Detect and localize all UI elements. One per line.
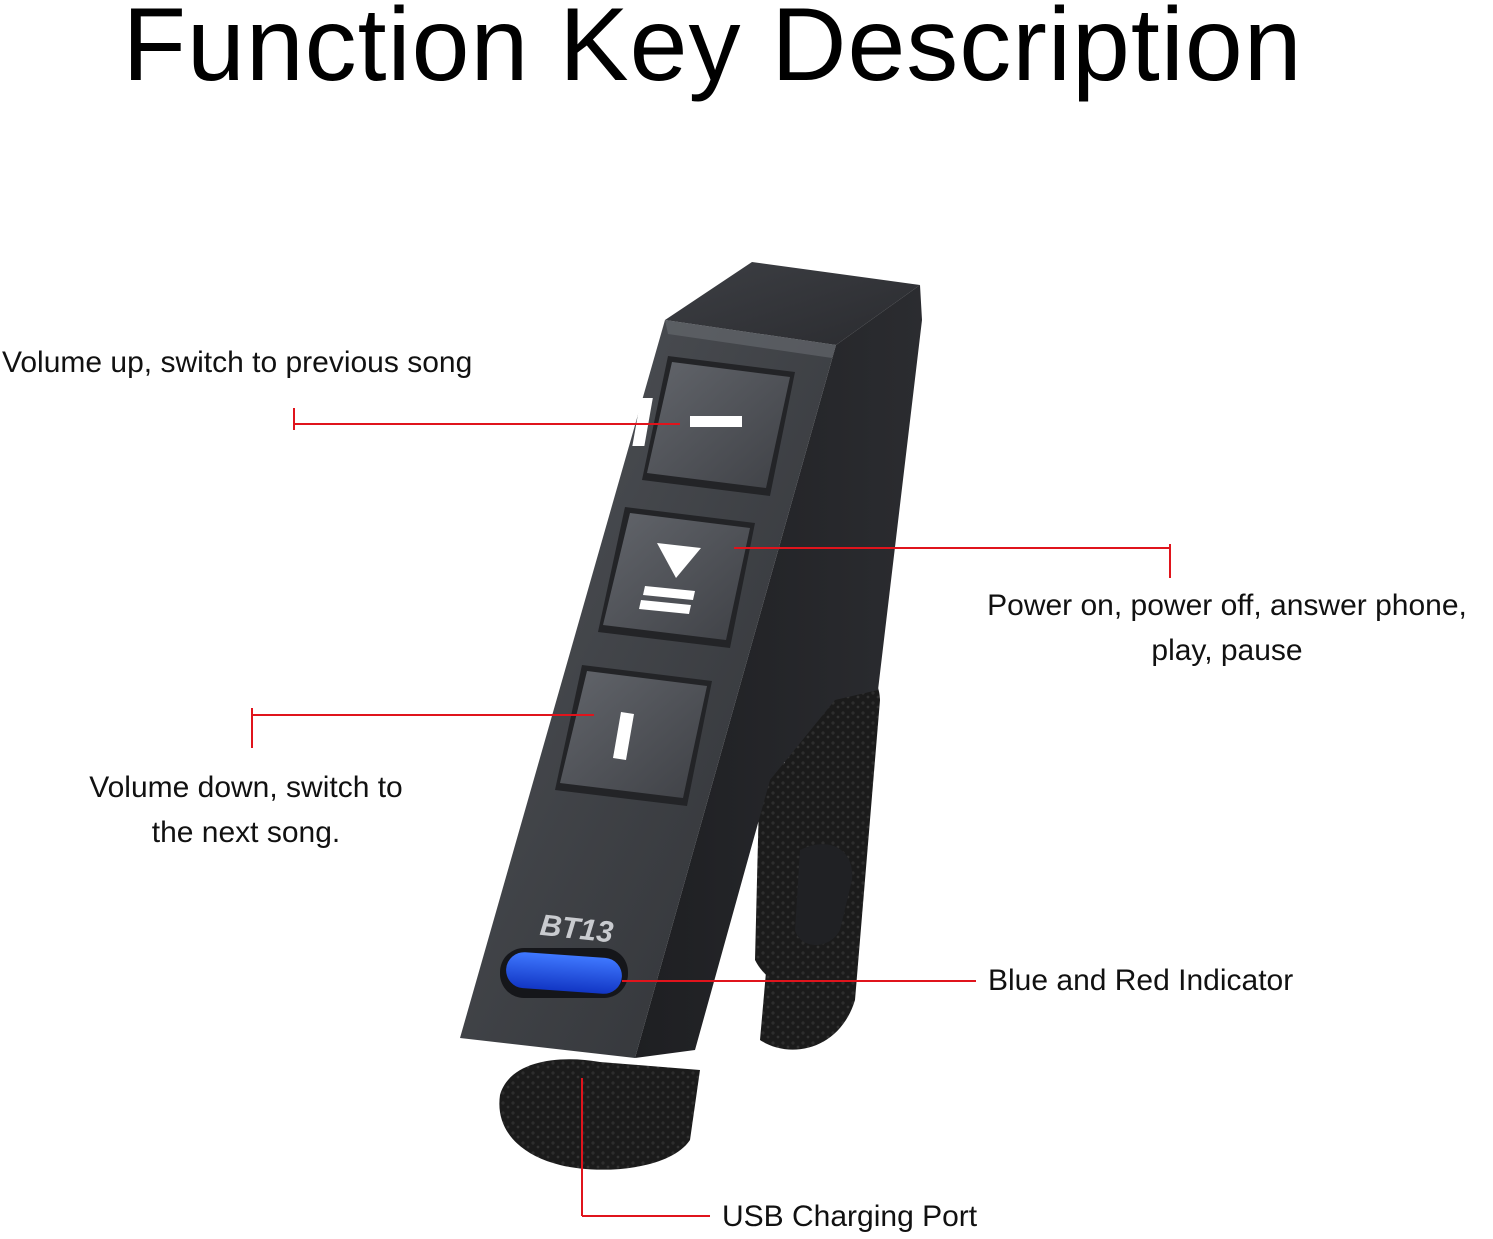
callout-volume-down-line-1: Volume down, switch to: [89, 771, 403, 804]
callout-volume-up: Volume up, switch to previous song: [2, 340, 472, 385]
callout-volume-down-line-2: the next song.: [151, 816, 341, 849]
indicator-led: [500, 948, 628, 998]
callout-volume-down: Volume down, switch to the next song.: [60, 765, 432, 855]
leader-lines: [251, 408, 1171, 1217]
volume-down-button: [555, 665, 712, 806]
leader-line-volume-down: [251, 708, 594, 748]
plus-icon: [632, 398, 742, 446]
leader-line-play-pause: [734, 544, 1171, 578]
strap: [499, 658, 880, 1170]
model-label: BT13: [538, 909, 615, 950]
callout-play-pause: Power on, power off, answer phone, play,…: [962, 583, 1492, 673]
play-pause-button: [598, 507, 755, 648]
callout-indicator: Blue and Red Indicator: [988, 958, 1293, 1003]
callout-usb-text: USB Charging Port: [722, 1200, 978, 1233]
minus-icon: [613, 712, 634, 760]
volume-up-button: [632, 356, 795, 496]
page-title: Function Key Description: [122, 0, 1303, 103]
leader-line-volume-up: [293, 408, 680, 430]
callout-indicator-text: Blue and Red Indicator: [988, 964, 1294, 997]
callout-play-pause-line-2: play, pause: [1151, 634, 1303, 667]
callout-usb-port: USB Charging Port: [722, 1194, 977, 1239]
leader-line-usb: [581, 1078, 710, 1217]
callout-volume-up-text: Volume up, switch to previous song: [2, 346, 473, 379]
play-pause-icon: [639, 543, 701, 614]
callout-play-pause-line-1: Power on, power off, answer phone,: [987, 589, 1467, 622]
